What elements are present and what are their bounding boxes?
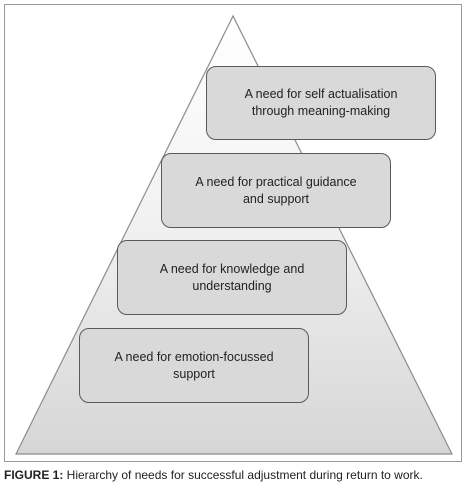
figure-caption: FIGURE 1: Hierarchy of needs for success… bbox=[4, 468, 466, 482]
level-text-line: A need for practical guidance bbox=[195, 174, 357, 189]
caption-text: Hierarchy of needs for successful adjust… bbox=[63, 468, 423, 482]
level-text-line: A need for emotion-focussed bbox=[114, 349, 274, 364]
level-text-line: A need for knowledge and bbox=[159, 261, 305, 276]
pyramid-level-practical-guidance: A need for practical guidance and suppor… bbox=[161, 153, 391, 228]
level-text-line: understanding bbox=[192, 278, 272, 293]
pyramid-level-knowledge: A need for knowledge and understanding bbox=[117, 240, 347, 315]
level-text-line: A need for self actualisation bbox=[244, 87, 398, 101]
caption-label: FIGURE 1: bbox=[4, 468, 64, 482]
pyramid-level-emotion-support: A need for emotion-focussed support bbox=[79, 328, 309, 403]
level-text-line: and support bbox=[242, 191, 310, 206]
pyramid-level-self-actualisation: A need for self actualisation through me… bbox=[206, 66, 436, 140]
level-text-line: support bbox=[173, 366, 215, 381]
level-text-line: through meaning-making bbox=[251, 104, 391, 118]
